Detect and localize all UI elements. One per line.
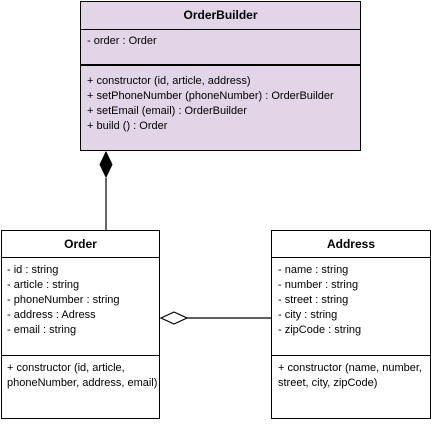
attribute: - article : string [7, 279, 80, 291]
attribute: - number : string [278, 279, 359, 291]
aggregation-diamond-icon [159, 311, 189, 325]
attribute: - id : string [7, 264, 59, 276]
composition-diamond-icon [99, 150, 113, 179]
operations-compartment: + constructor (id, article, address) + s… [87, 74, 334, 134]
operation: + constructor (id, article, phoneNumber,… [7, 362, 158, 389]
operations-compartment: + constructor (name, number, street, cit… [272, 356, 430, 391]
attribute: - order : Order [87, 35, 157, 47]
class-orderbuilder[interactable]: OrderBuilder - order : Order + construct… [80, 1, 361, 151]
operation: + build () : Order [87, 120, 168, 132]
compartment-divider [81, 64, 360, 65]
class-name: OrderBuilder [81, 2, 360, 30]
attributes-compartment: - name : string - number : string - stre… [272, 258, 430, 356]
attribute: - email : string [7, 324, 77, 336]
attribute: - name : string [278, 264, 349, 276]
operations-compartment: + constructor (id, article, phoneNumber,… [2, 356, 159, 391]
attributes-compartment: - id : string - article : string - phone… [2, 258, 159, 356]
operation: + setPhoneNumber (phoneNumber) : OrderBu… [87, 90, 334, 102]
attribute: - street : string [278, 294, 349, 306]
attribute: - phoneNumber : string [7, 294, 120, 306]
operation: + constructor (name, number, street, cit… [278, 362, 422, 389]
attribute: - city : string [278, 309, 338, 321]
attribute: - zipCode : string [278, 324, 362, 336]
operation: + setEmail (email) : OrderBuilder [87, 105, 247, 117]
class-order[interactable]: Order - id : string - article : string -… [1, 230, 160, 419]
class-name: Order [2, 231, 159, 258]
operation: + constructor (id, article, address) [87, 75, 251, 87]
attribute: - address : Adress [7, 309, 96, 321]
class-address[interactable]: Address - name : string - number : strin… [271, 230, 431, 419]
class-name: Address [272, 231, 430, 258]
attributes-compartment: - order : Order [81, 30, 360, 66]
